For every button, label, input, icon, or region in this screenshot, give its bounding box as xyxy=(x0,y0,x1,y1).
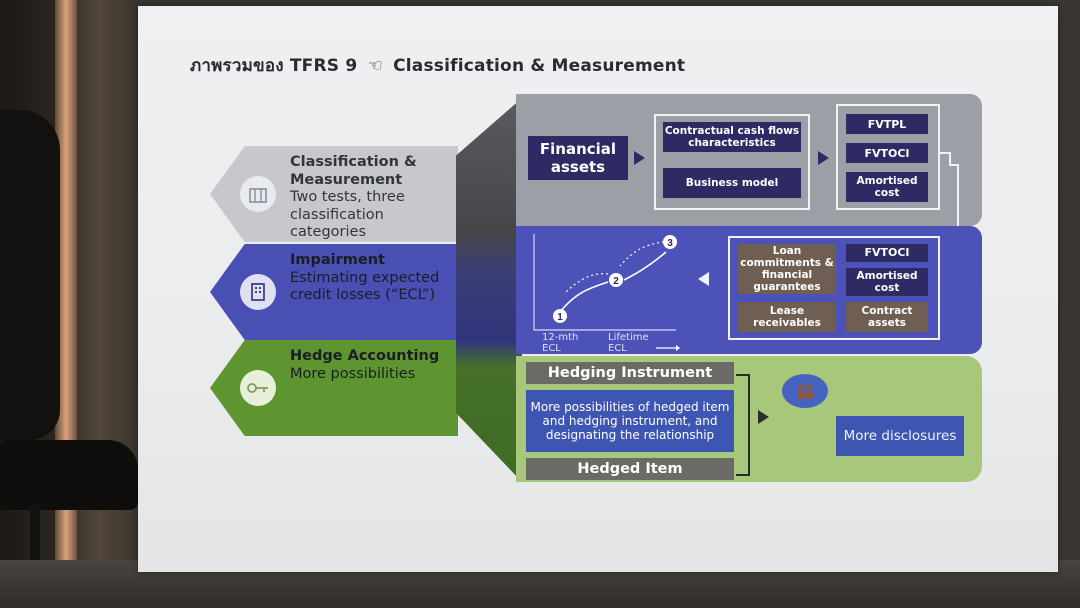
x-label-12mth: 12-mth ECL xyxy=(542,332,579,354)
people-icon xyxy=(782,374,828,408)
business-model-box: Business model xyxy=(663,168,801,198)
title-english: Classification & Measurement xyxy=(393,56,686,76)
office-icon xyxy=(240,274,276,310)
impairment-amortised-cost-box: Amortised cost xyxy=(846,268,928,296)
arrow-right-icon xyxy=(818,151,829,165)
title-thai: ภาพรวมของ TFRS 9 xyxy=(190,56,358,76)
fvtoci-box: FVTOCI xyxy=(846,143,928,163)
impairment-arrow: Impairment Estimating expected credit lo… xyxy=(210,244,458,340)
arrow-right-icon xyxy=(758,410,769,424)
lease-receivables-box: Lease receivables xyxy=(738,302,836,332)
key-icon xyxy=(240,370,276,406)
projection-screen: ภาพรวมของ TFRS 9 ☜ Classification & Meas… xyxy=(138,6,1058,572)
categories-outline xyxy=(836,104,940,210)
hedge-possibilities-box: More possibilities of hedged item and he… xyxy=(526,390,734,452)
arrow-left-icon xyxy=(698,272,709,286)
fvtpl-box: FVTPL xyxy=(846,114,928,134)
chair-silhouette xyxy=(0,440,138,510)
hedging-instrument-box: Hedging Instrument xyxy=(526,362,734,384)
arrow-right-icon xyxy=(634,151,645,165)
stage-1-label: 1 xyxy=(557,312,563,323)
hedge-description: More possibilities xyxy=(290,365,416,382)
building-icon xyxy=(240,176,276,212)
stage-3-label: 3 xyxy=(667,238,673,249)
hedge-text: Hedge Accounting More possibilities xyxy=(290,348,450,383)
amortised-cost-box: Amortised cost xyxy=(846,172,928,202)
chair-leg xyxy=(30,505,40,608)
stage-arrow-up-1 xyxy=(559,281,609,313)
impairment-text: Impairment Estimating expected credit lo… xyxy=(290,252,450,305)
financial-assets-box: Financial assets xyxy=(528,136,628,180)
slide-title: ภาพรวมของ TFRS 9 ☜ Classification & Meas… xyxy=(190,52,685,79)
contract-assets-box: Contract assets xyxy=(846,302,928,332)
pointing-hand-icon: ☜ xyxy=(367,56,383,76)
audience-silhouette xyxy=(0,110,60,440)
classification-description: Two tests, three classification categori… xyxy=(290,189,405,240)
hedge-bracket xyxy=(736,374,750,476)
stage-2-circle xyxy=(609,273,623,287)
ecl-stage-diagram: 1 2 3 xyxy=(533,234,680,351)
contractual-cash-flows-box: Contractual cash flows characteristics xyxy=(663,122,801,152)
stage-arrow-up-2 xyxy=(623,251,667,281)
impairment-description: Estimating expected credit losses (“ECL”… xyxy=(290,269,440,304)
connector-wedge xyxy=(456,98,522,482)
impairment-fvtoci-box: FVTOCI xyxy=(846,244,928,262)
stage-2-label: 2 xyxy=(613,276,619,287)
x-label-lifetime: Lifetime ECL xyxy=(608,332,649,354)
stage-3-circle xyxy=(663,235,677,249)
scope-outline xyxy=(728,236,940,340)
impairment-heading: Impairment xyxy=(290,252,385,268)
stage-1-circle xyxy=(553,309,567,323)
more-disclosures-box: More disclosures xyxy=(836,416,964,456)
hedge-heading: Hedge Accounting xyxy=(290,348,440,364)
stage-arrow-down-1 xyxy=(563,273,609,295)
classification-heading: Classification & Measurement xyxy=(290,154,417,188)
classification-arrow: Classification & Measurement Two tests, … xyxy=(210,146,458,242)
loan-commitments-box: Loan commitments & financial guarantees xyxy=(738,244,836,294)
hedge-arrow: Hedge Accounting More possibilities xyxy=(210,340,458,436)
hedged-item-box: Hedged Item xyxy=(526,458,734,480)
stage-arrow-down-2 xyxy=(619,241,665,267)
tests-outline xyxy=(654,114,810,210)
classification-text: Classification & Measurement Two tests, … xyxy=(290,154,450,242)
